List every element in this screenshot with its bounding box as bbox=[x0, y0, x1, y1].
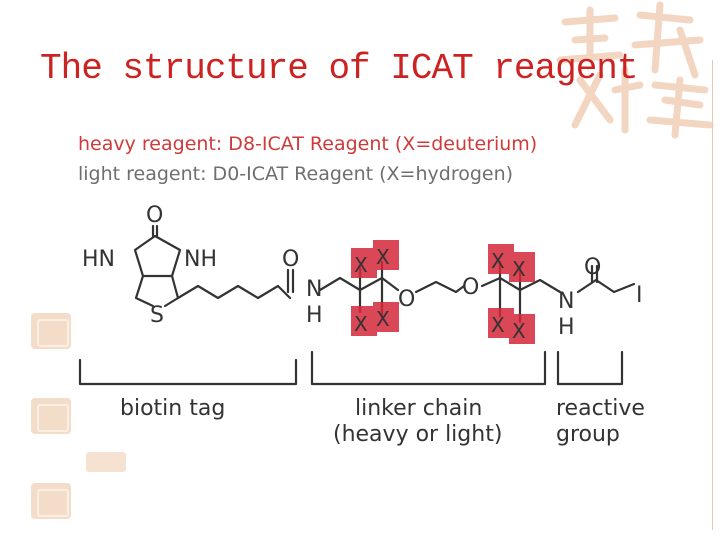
atom-o-amide2: O bbox=[584, 255, 601, 280]
slide-title: The structure of ICAT reagent bbox=[40, 48, 639, 89]
atom-o-ether2: O bbox=[462, 275, 479, 300]
atom-h2: H bbox=[558, 315, 575, 340]
bond-iodoacetyl bbox=[576, 278, 636, 294]
atom-iodine: I bbox=[636, 283, 643, 308]
region-label-linker: linker chain bbox=[355, 396, 483, 421]
bond-amide1-carbonyl bbox=[286, 268, 295, 294]
region-label-linker-sub: (heavy or light) bbox=[333, 422, 503, 447]
stamp-decoration bbox=[31, 313, 71, 349]
atom-s: S bbox=[150, 303, 164, 328]
atom-o-ether1: O bbox=[398, 287, 415, 312]
atom-o-amide1: O bbox=[282, 247, 299, 272]
atom-h1: H bbox=[306, 303, 323, 328]
stamp-decoration bbox=[86, 452, 126, 472]
decorative-border-line bbox=[712, 60, 719, 530]
bond-ureido-ring bbox=[133, 234, 182, 278]
region-label-reactive: reactive bbox=[556, 396, 645, 421]
x-label: X bbox=[491, 313, 505, 337]
stamp-decoration bbox=[31, 483, 71, 519]
light-reagent-label: light reagent: D0-ICAT Reagent (X=hydrog… bbox=[78, 163, 514, 185]
x-label: X bbox=[376, 307, 390, 331]
x-highlight bbox=[373, 302, 399, 332]
stamp-decoration bbox=[31, 398, 71, 434]
atom-hn: HN bbox=[82, 247, 115, 272]
x-label: X bbox=[354, 253, 368, 277]
region-label-biotin: biotin tag bbox=[120, 396, 226, 421]
bracket-biotin bbox=[78, 358, 298, 386]
atom-nh: NH bbox=[184, 247, 217, 272]
x-highlight bbox=[509, 314, 535, 344]
x-label: X bbox=[512, 319, 526, 343]
bracket-reactive bbox=[556, 350, 624, 386]
region-label-reactive-sub: group bbox=[556, 422, 620, 447]
bond-carbonyl bbox=[151, 224, 159, 238]
bond-amide2-carbonyl bbox=[590, 264, 599, 284]
x-label: X bbox=[376, 245, 390, 269]
bond-linker-b bbox=[414, 280, 466, 294]
atom-o-ring: O bbox=[146, 203, 163, 228]
x-highlight bbox=[351, 248, 377, 278]
x-highlight bbox=[351, 306, 377, 336]
x-highlight bbox=[509, 252, 535, 282]
x-label: X bbox=[512, 257, 526, 281]
bond-thiophane-ring bbox=[134, 274, 180, 308]
x-highlight bbox=[373, 240, 399, 270]
bond-valeric-chain bbox=[176, 284, 292, 300]
x-label: X bbox=[491, 249, 505, 273]
x-label: X bbox=[354, 312, 368, 336]
heavy-reagent-label: heavy reagent: D8-ICAT Reagent (X=deuter… bbox=[78, 133, 538, 155]
atom-n1: N bbox=[306, 277, 322, 302]
atom-n2: N bbox=[558, 289, 574, 314]
bracket-linker bbox=[310, 350, 547, 386]
